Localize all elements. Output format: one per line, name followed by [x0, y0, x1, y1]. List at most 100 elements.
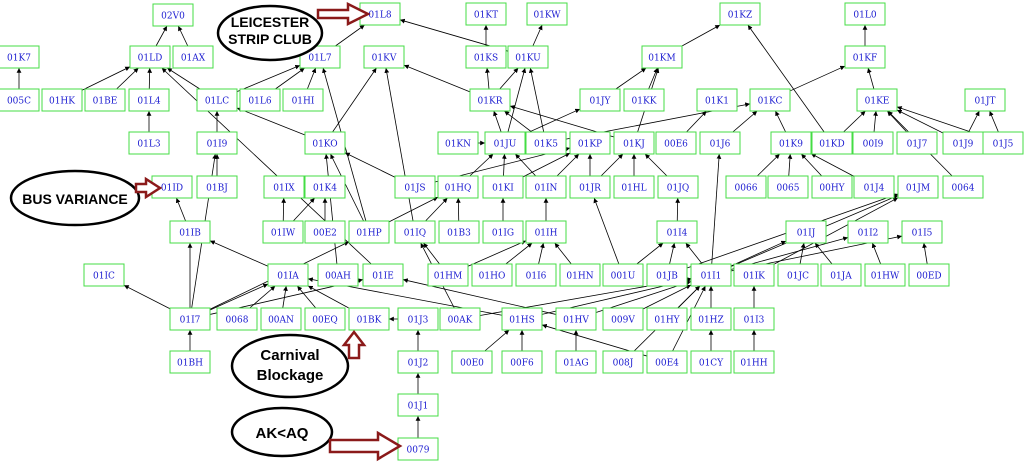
node-box[interactable] — [525, 175, 567, 199]
node-box[interactable] — [897, 175, 939, 199]
node-box[interactable] — [0, 88, 40, 112]
node-01HQ[interactable]: 01HQ — [437, 175, 479, 199]
node-box[interactable] — [438, 220, 480, 244]
node-01K4[interactable]: 01K4 — [304, 175, 346, 199]
node-box[interactable] — [811, 131, 853, 155]
node-box[interactable] — [864, 263, 906, 287]
node-01I2[interactable]: 01I2 — [847, 220, 889, 244]
node-box[interactable] — [304, 220, 346, 244]
node-00AH[interactable]: 00AH — [317, 263, 359, 287]
node-box[interactable] — [196, 131, 238, 155]
node-01HH[interactable]: 01HH — [733, 350, 775, 374]
node-box[interactable] — [437, 131, 479, 155]
node-01HK[interactable]: 01HK — [41, 88, 83, 112]
node-01L4[interactable]: 01L4 — [128, 88, 170, 112]
node-01I5[interactable]: 01I5 — [901, 220, 943, 244]
node-01KN[interactable]: 01KN — [437, 131, 479, 155]
node-01BH[interactable]: 01BH — [169, 350, 211, 374]
node-box[interactable] — [690, 350, 732, 374]
node-box[interactable] — [482, 175, 524, 199]
node-box[interactable] — [785, 220, 827, 244]
node-01J7[interactable]: 01J7 — [896, 131, 938, 155]
node-box[interactable] — [348, 220, 390, 244]
node-01JR[interactable]: 01JR — [569, 175, 611, 199]
node-01HM[interactable]: 01HM — [427, 263, 469, 287]
node-01BK[interactable]: 01BK — [348, 307, 390, 331]
node-01I9[interactable]: 01I9 — [196, 131, 238, 155]
node-box[interactable] — [397, 307, 439, 331]
node-00F6[interactable]: 00F6 — [501, 350, 543, 374]
node-box[interactable] — [397, 393, 439, 417]
node-box[interactable] — [465, 45, 507, 69]
node-00E4[interactable]: 00E4 — [646, 350, 688, 374]
node-box[interactable] — [656, 220, 698, 244]
node-box[interactable] — [602, 307, 644, 331]
node-01AX[interactable]: 01AX — [172, 45, 214, 69]
node-02V0[interactable]: 02V0 — [152, 3, 194, 27]
node-00AN[interactable]: 00AN — [260, 307, 302, 331]
node-box[interactable] — [507, 45, 549, 69]
node-box[interactable] — [216, 307, 258, 331]
node-01BE[interactable]: 01BE — [84, 88, 126, 112]
node-008J[interactable]: 008J — [602, 350, 644, 374]
node-0064[interactable]: 0064 — [942, 175, 984, 199]
node-box[interactable] — [602, 350, 644, 374]
node-box[interactable] — [767, 175, 809, 199]
node-01HO[interactable]: 01HO — [471, 263, 513, 287]
node-box[interactable] — [964, 88, 1006, 112]
node-box[interactable] — [646, 263, 688, 287]
node-01JU[interactable]: 01JU — [484, 131, 526, 155]
node-box[interactable] — [501, 307, 543, 331]
node-00ED[interactable]: 00ED — [908, 263, 950, 287]
node-box[interactable] — [820, 263, 862, 287]
node-01I1[interactable]: 01I1 — [690, 263, 732, 287]
node-01HW[interactable]: 01HW — [864, 263, 906, 287]
node-box[interactable] — [439, 307, 481, 331]
node-box[interactable] — [501, 350, 543, 374]
node-box[interactable] — [844, 45, 886, 69]
node-01JA[interactable]: 01JA — [820, 263, 862, 287]
node-01HS[interactable]: 01HS — [501, 307, 543, 331]
node-01CY[interactable]: 01CY — [690, 350, 732, 374]
node-box[interactable] — [0, 45, 40, 69]
node-01KC[interactable]: 01KC — [749, 88, 791, 112]
node-box[interactable] — [397, 350, 439, 374]
node-box[interactable] — [690, 263, 732, 287]
node-box[interactable] — [696, 88, 738, 112]
node-box[interactable] — [770, 131, 812, 155]
node-box[interactable] — [733, 350, 775, 374]
node-01KJ[interactable]: 01KJ — [613, 131, 655, 155]
node-01J4[interactable]: 01J4 — [853, 175, 895, 199]
node-01KT[interactable]: 01KT — [465, 2, 507, 26]
node-box[interactable] — [363, 45, 405, 69]
node-01KM[interactable]: 01KM — [641, 45, 683, 69]
node-01I7[interactable]: 01I7 — [169, 307, 211, 331]
node-box[interactable] — [84, 88, 126, 112]
node-00AK[interactable]: 00AK — [439, 307, 481, 331]
node-00E0[interactable]: 00E0 — [451, 350, 493, 374]
node-box[interactable] — [172, 45, 214, 69]
node-01KD[interactable]: 01KD — [811, 131, 853, 155]
node-box[interactable] — [725, 175, 767, 199]
node-box[interactable] — [348, 307, 390, 331]
node-01L6[interactable]: 01L6 — [239, 88, 281, 112]
node-box[interactable] — [482, 220, 524, 244]
node-box[interactable] — [646, 350, 688, 374]
node-box[interactable] — [569, 175, 611, 199]
node-box[interactable] — [526, 2, 568, 26]
node-01JB[interactable]: 01JB — [646, 263, 688, 287]
node-00E6[interactable]: 00E6 — [655, 131, 697, 155]
node-box[interactable] — [394, 175, 436, 199]
node-box[interactable] — [719, 2, 761, 26]
node-01JS[interactable]: 01JS — [394, 175, 436, 199]
node-box[interactable] — [613, 175, 655, 199]
node-01L0[interactable]: 01L0 — [844, 2, 886, 26]
node-01KK[interactable]: 01KK — [623, 88, 665, 112]
node-00HY[interactable]: 00HY — [811, 175, 853, 199]
node-box[interactable] — [847, 220, 889, 244]
node-box[interactable] — [484, 131, 526, 155]
node-01JY[interactable]: 01JY — [579, 88, 621, 112]
node-01KR[interactable]: 01KR — [469, 88, 511, 112]
node-01HP[interactable]: 01HP — [348, 220, 390, 244]
node-box[interactable] — [853, 175, 895, 199]
